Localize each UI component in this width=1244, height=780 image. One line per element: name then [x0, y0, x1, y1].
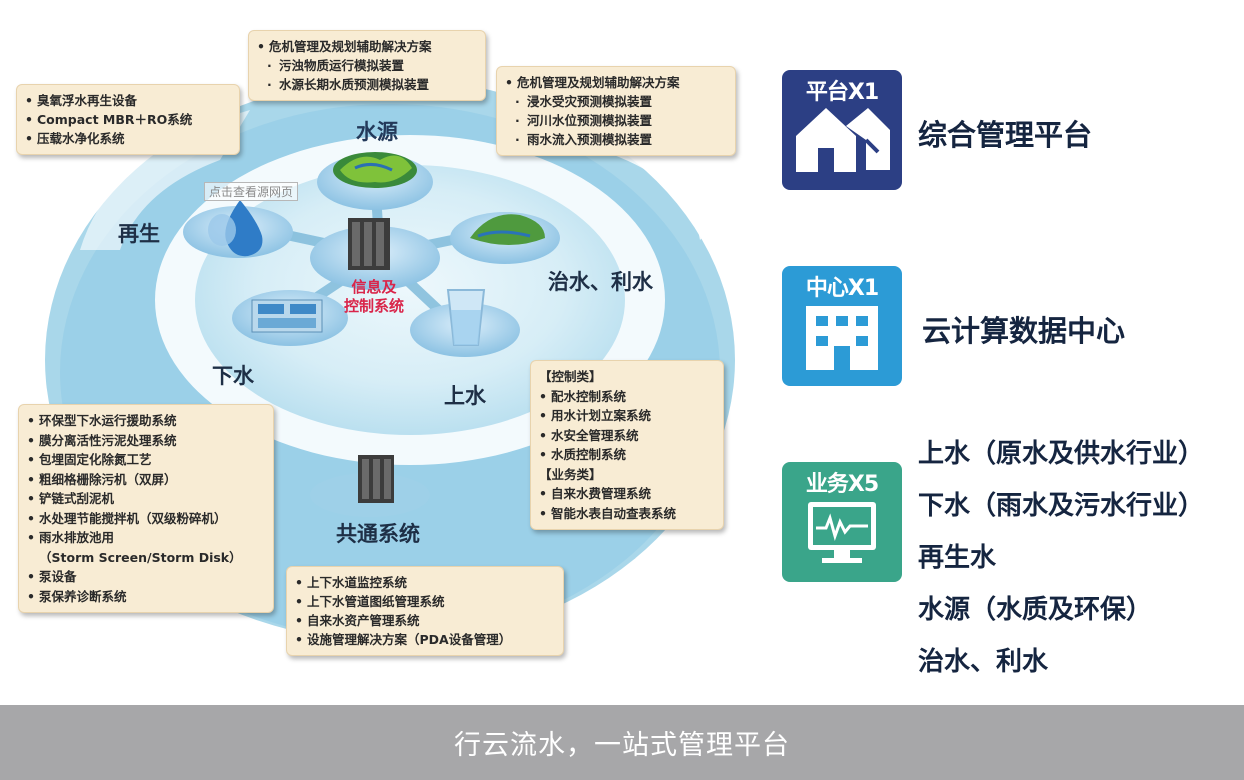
note-item: （Storm Screen/Storm Disk） — [39, 549, 242, 565]
label-water-source: 水源 — [356, 120, 398, 144]
note-item: 雨水排放池用 — [39, 530, 115, 545]
note-header: 【控制类】 — [539, 369, 602, 384]
note-item: 环保型下水运行援助系统 — [39, 413, 177, 428]
note-item: 包埋固定化除氮工艺 — [39, 452, 152, 467]
business-item-treatment: 治水、利水 — [918, 647, 1049, 677]
label-regeneration: 再生 — [118, 222, 160, 246]
label-drainage: 下水 — [212, 364, 254, 388]
landscape-source-icon — [333, 152, 417, 188]
note-drainage: •环保型下水运行援助系统 •膜分离活性污泥处理系统 •包埋固定化除氮工艺 •粗细… — [18, 404, 274, 613]
note-title: 危机管理及规划辅助解决方案 — [269, 39, 432, 54]
note-item: 泵保养诊断系统 — [39, 588, 127, 604]
note-water-source: •危机管理及规划辅助解决方案 ·污浊物质运行模拟装置 ·水源长期水质预测模拟装置 — [248, 30, 486, 101]
datacenter-badge: 中心X1 — [805, 276, 879, 301]
business-list: 上水（原水及供水行业） 下水（雨水及污水行业） 再生水 水源（水质及环保） 治水… — [918, 434, 1204, 694]
note-item: 河川水位预测模拟装置 — [527, 113, 653, 128]
label-treatment: 治水、利水 — [548, 270, 653, 294]
note-item: 臭氧浮水再生设备 — [37, 93, 138, 108]
water-drop-icon — [208, 200, 263, 257]
note-item: 配水控制系统 — [551, 388, 627, 404]
label-common-system: 共通系统 — [336, 522, 420, 546]
business-item-source: 水源（水质及环保） — [918, 595, 1153, 625]
note-common-system: •上下水道监控系统 •上下水管道图纸管理系统 •自来水资产管理系统 •设施管理解… — [286, 566, 564, 656]
platform-tile: 平台X1 — [782, 70, 902, 190]
label-water-supply: 上水 — [444, 384, 486, 408]
note-item: 设施管理解决方案（PDA设备管理） — [307, 632, 512, 647]
note-item: 压载水净化系统 — [37, 131, 125, 146]
treatment-plant-icon — [251, 299, 323, 333]
water-system-diagram: •臭氧浮水再生设备 •Compact MBR＋RO系统 •压载水净化系统 •危机… — [16, 30, 736, 656]
business-badge: 业务X5 — [805, 472, 879, 497]
house-icon — [796, 108, 890, 172]
note-item: 水质控制系统 — [551, 447, 627, 462]
note-item: 粗细格栅除污机（双屏） — [39, 471, 177, 487]
note-item: 水源长期水质预测模拟装置 — [279, 77, 430, 92]
building-icon — [806, 306, 878, 370]
note-treatment: •危机管理及规划辅助解决方案 ·浸水受灾预测模拟装置 ·河川水位预测模拟装置 ·… — [496, 66, 736, 156]
platform-title: 综合管理平台 — [918, 118, 1093, 152]
landscape-treatment-icon — [470, 214, 545, 245]
monitor-icon — [808, 502, 876, 563]
note-regeneration: •臭氧浮水再生设备 •Compact MBR＋RO系统 •压载水净化系统 — [16, 84, 240, 155]
note-item: 上下水道监控系统 — [307, 575, 408, 590]
note-item: 水安全管理系统 — [551, 427, 639, 443]
business-item-drainage: 下水（雨水及污水行业） — [918, 491, 1205, 521]
note-item: 用水计划立案系统 — [551, 408, 652, 423]
server-rack-icon — [348, 218, 390, 270]
label-info-control: 信息及 控制系统 — [334, 278, 414, 316]
note-item: 水处理节能搅拌机（双级粉碎机） — [39, 510, 227, 526]
note-item: 雨水流入预测模拟装置 — [527, 132, 653, 147]
note-item: 自来水费管理系统 — [551, 486, 652, 501]
business-tile: 业务X5 — [782, 462, 902, 582]
note-title: 危机管理及规划辅助解决方案 — [517, 75, 680, 90]
note-item: 浸水受灾预测模拟装置 — [527, 94, 653, 109]
business-item-supply: 上水（原水及供水行业） — [918, 439, 1205, 469]
server-rack-icon — [358, 455, 394, 503]
note-item: 泵设备 — [39, 569, 77, 584]
datacenter-title: 云计算数据中心 — [922, 314, 1126, 348]
footer-banner: 行云流水，一站式管理平台 — [0, 705, 1244, 780]
note-item: 污浊物质运行模拟装置 — [279, 58, 405, 73]
platform-badge: 平台X1 — [805, 80, 879, 105]
note-item: 自来水资产管理系统 — [307, 613, 420, 628]
label-line: 信息及 — [351, 278, 397, 296]
note-water-supply: 【控制类】 •配水控制系统 •用水计划立案系统 •水安全管理系统 •水质控制系统… — [530, 360, 724, 530]
business-item-recycled: 再生水 — [918, 543, 997, 573]
datacenter-tile: 中心X1 — [782, 266, 902, 386]
footer-slogan: 行云流水，一站式管理平台 — [454, 730, 790, 761]
note-item: 上下水管道图纸管理系统 — [307, 594, 445, 609]
note-item: 智能水表自动查表系统 — [551, 505, 677, 521]
label-line: 控制系统 — [343, 297, 404, 315]
water-glass-icon — [446, 289, 486, 346]
watermark-text: 点击查看源网页 — [204, 182, 299, 201]
note-item: 铲链式刮泥机 — [39, 491, 115, 506]
note-item: 膜分离活性污泥处理系统 — [39, 432, 177, 448]
note-item: Compact MBR＋RO系统 — [37, 112, 193, 127]
note-header: 【业务类】 — [539, 466, 602, 482]
